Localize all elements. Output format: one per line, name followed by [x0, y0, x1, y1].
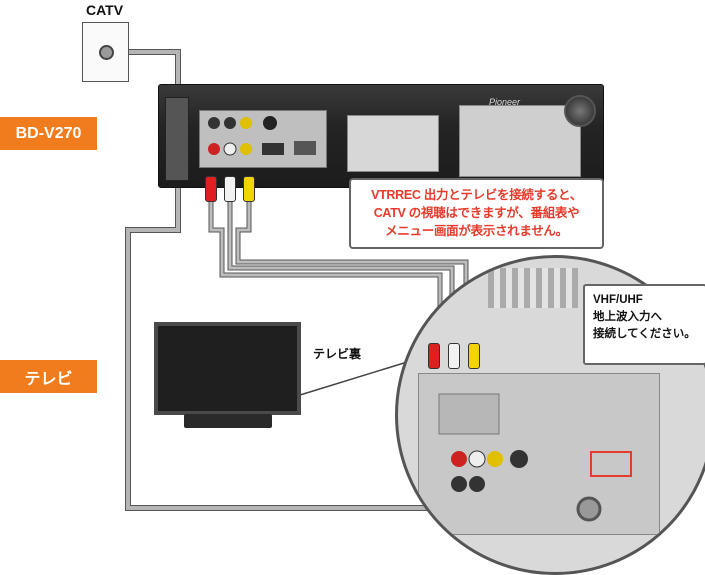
tv-back-label: テレビ裏: [313, 347, 362, 361]
warning-line-2: CATV の視聴はできますが、番組表や: [373, 206, 580, 220]
vhf-line-1: VHF/UHF: [593, 294, 643, 306]
catv-cable: [106, 50, 180, 92]
tv-rear-vent: [488, 268, 578, 308]
tv-rear-jacks-icon: [438, 393, 632, 522]
rear-label-panel: [347, 115, 439, 172]
label-bd-v270-text: BD-V270: [15, 124, 82, 142]
vhf-line-2: 地上波入力へ: [593, 311, 662, 323]
tv-plug-white-icon: [448, 343, 460, 369]
wall-jack-socket-icon: [99, 45, 114, 60]
plug-red-icon: [205, 176, 217, 202]
warning-callout: VTRREC 出力とテレビを接続すると、 CATV の視聴はできますが、番組表や…: [349, 178, 604, 249]
brand-logo: Pioneer: [489, 97, 521, 107]
antenna-jacks: [165, 97, 189, 181]
vhf-uhf-note: VHF/UHF 地上波入力へ 接続してください。: [583, 284, 705, 365]
catv-label: CATV: [86, 2, 124, 18]
recorder-rear-panel: Pioneer: [158, 84, 604, 188]
warning-line-1: VTRREC 出力とテレビを接続すると、: [371, 188, 582, 202]
label-bd-v270: BD-V270: [0, 117, 97, 150]
plug-white-icon: [224, 176, 236, 202]
rear-serial-panel: [459, 105, 581, 177]
warning-line-3: メニュー画面が表示されません。: [385, 224, 568, 238]
av-jack-cluster-icon: [208, 116, 316, 156]
label-tv: テレビ: [0, 360, 97, 393]
plug-yellow-icon: [243, 176, 255, 202]
tv-front-icon: [154, 322, 301, 415]
wall-jack-icon: [82, 22, 129, 82]
label-tv-text: テレビ: [24, 370, 73, 388]
tv-plug-red-icon: [428, 343, 440, 369]
vhf-line-3: 接続してください。: [593, 328, 696, 340]
cooling-fan-icon: [564, 95, 596, 127]
tv-rear-board: [418, 373, 660, 535]
tv-plug-yellow-icon: [468, 343, 480, 369]
tv-stand-icon: [184, 414, 272, 428]
av-cable-yellow: [236, 190, 468, 340]
vtrrec-output-highlight: [199, 110, 327, 168]
av-cable-red: [209, 190, 442, 340]
tv-rear-zoom: [395, 255, 705, 575]
